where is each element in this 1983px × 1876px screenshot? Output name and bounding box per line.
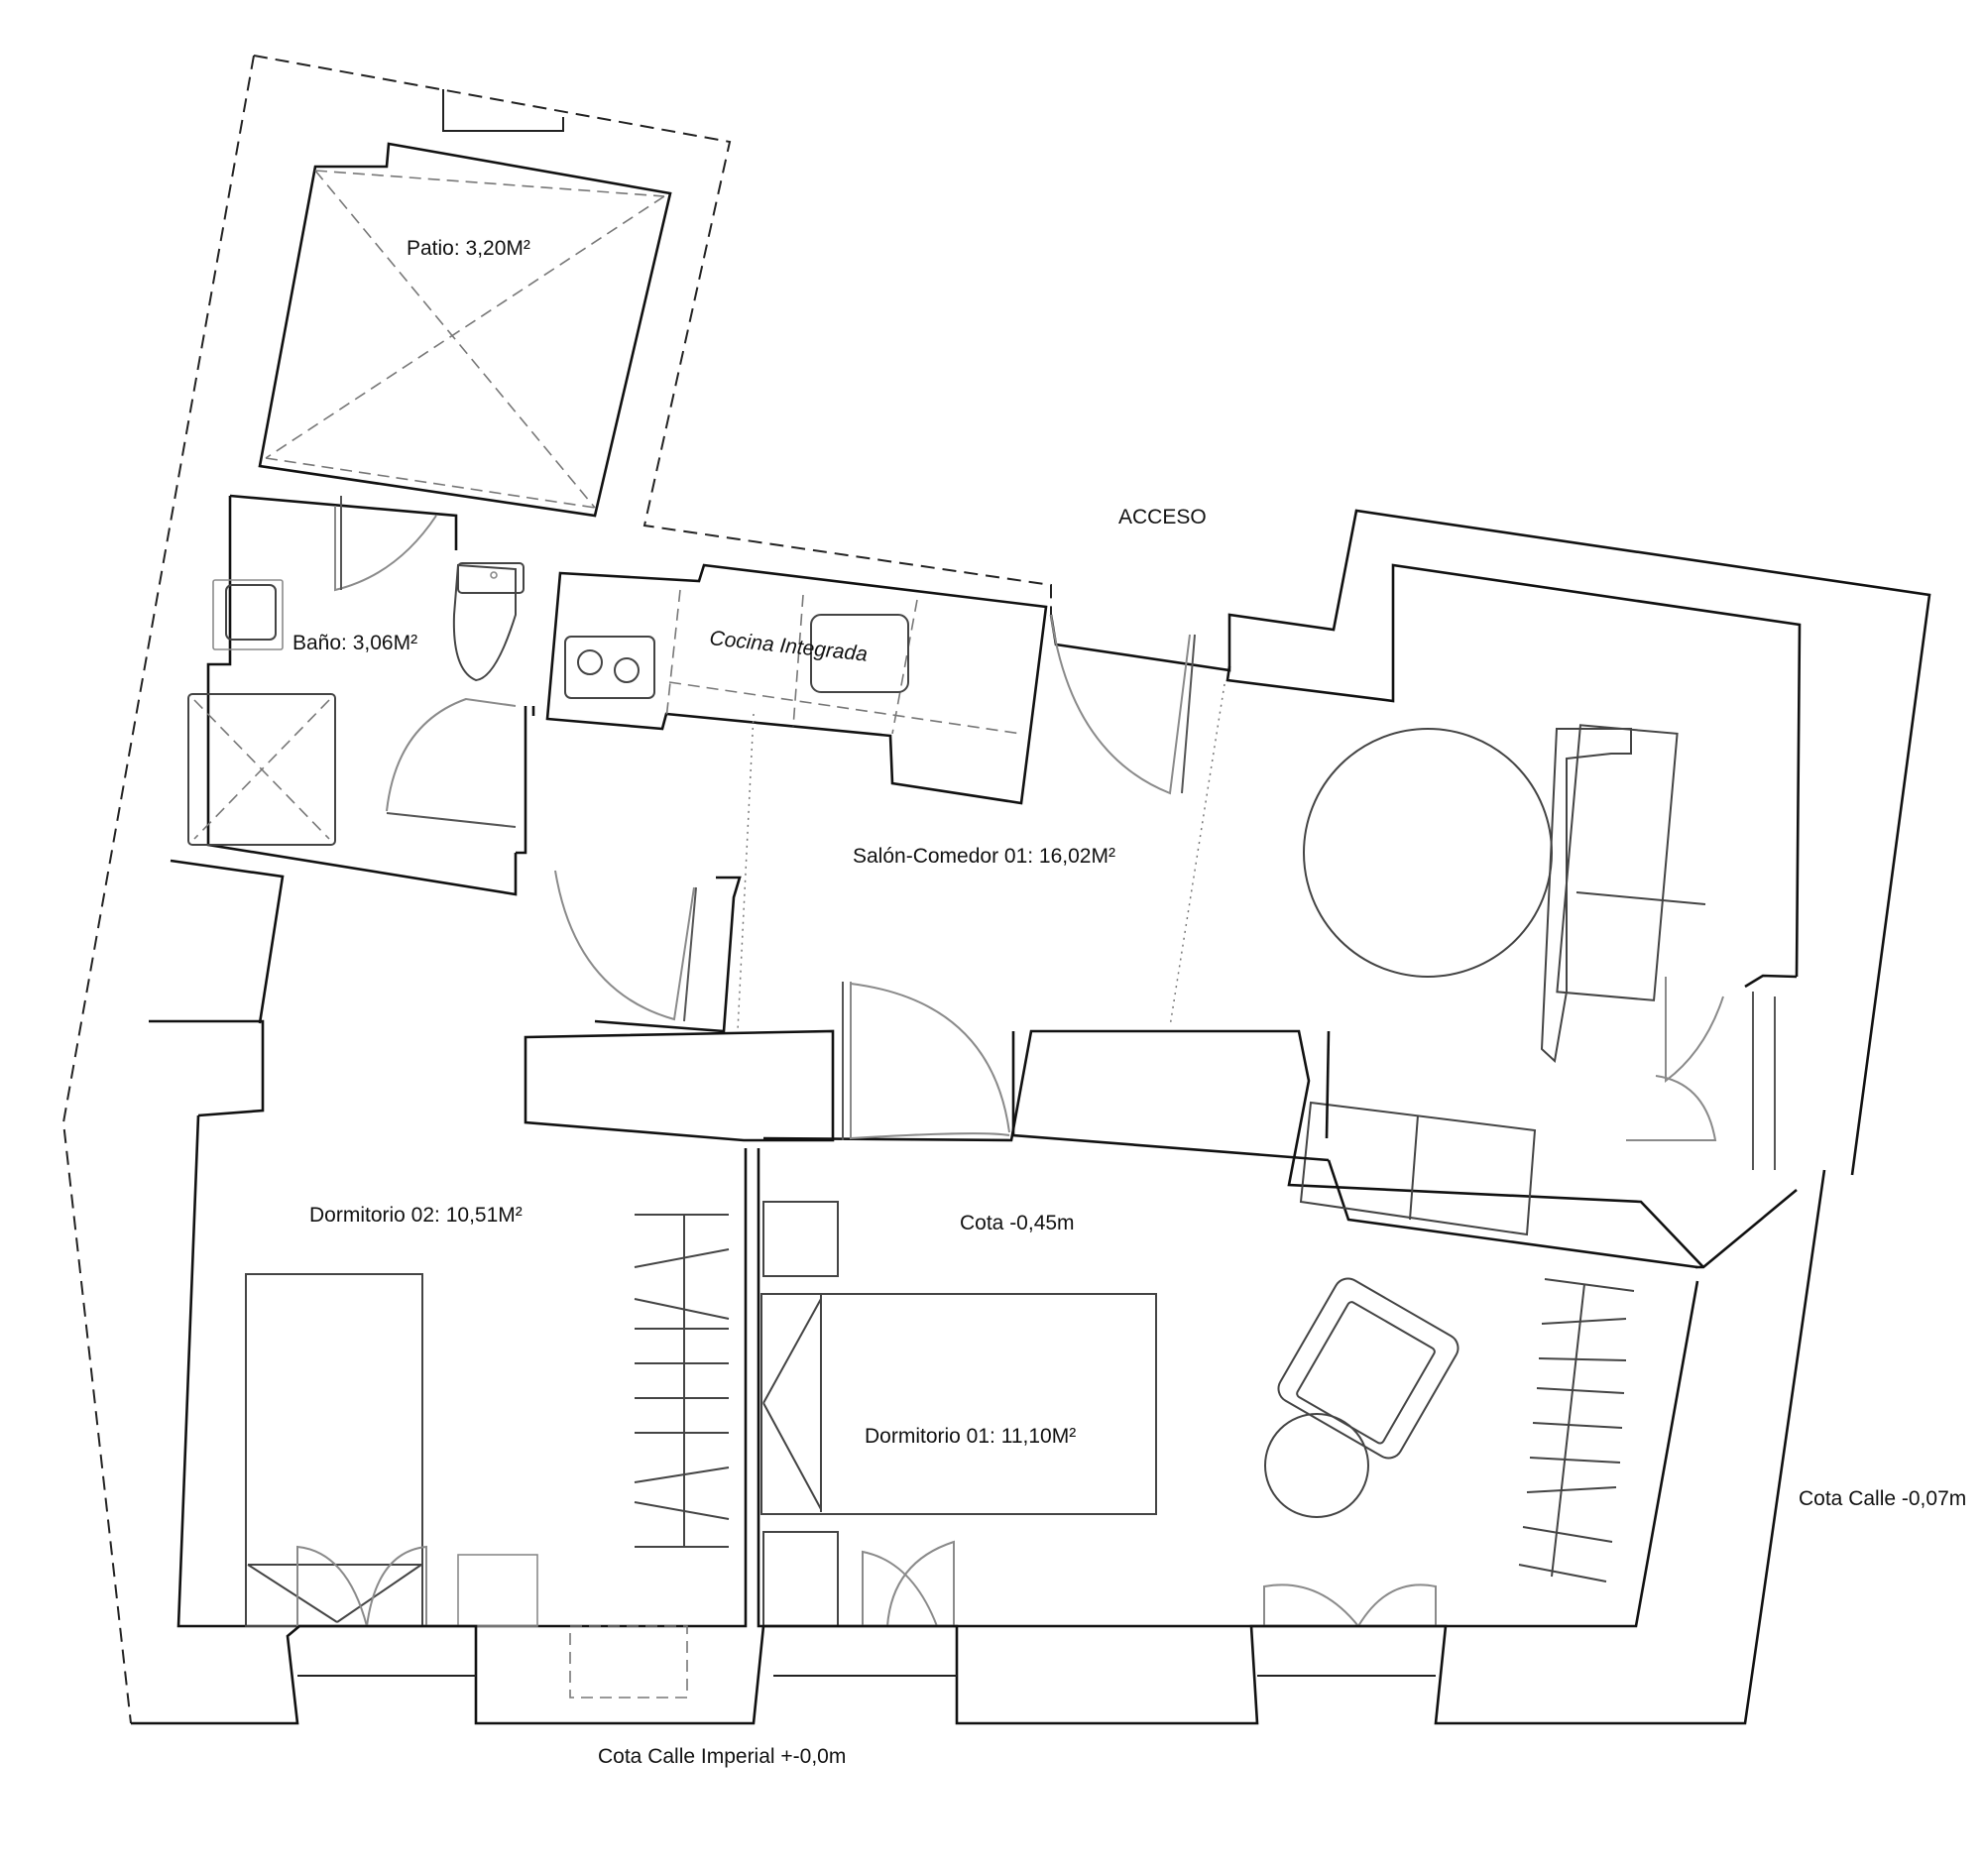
corridor-walls <box>149 859 1331 1162</box>
salon-label: Salón-Comedor 01: 16,02M² <box>853 845 1115 868</box>
street-facade <box>131 1169 1826 1725</box>
acceso-label: ACCESO <box>1118 506 1207 528</box>
dormitorio-02-label: Dormitorio 02: 10,51M² <box>309 1204 523 1227</box>
armchair <box>1277 1277 1459 1460</box>
cota-interior-label: Cota -0,45m <box>960 1212 1075 1234</box>
cocina-label: Cocina Integrada <box>708 627 868 666</box>
dormitorio-01-label: Dormitorio 01: 11,10M² <box>865 1425 1076 1448</box>
bathroom: Baño: 3,06M² <box>187 494 535 896</box>
hall-door <box>386 697 742 1033</box>
patio: Patio: 3,20M² <box>258 142 672 518</box>
living-room: Salón-Comedor 01: 16,02M² <box>737 509 1931 1269</box>
bano-label: Baño: 3,06M² <box>292 632 417 654</box>
bedroom-01: Dormitorio 01: 11,10M² <box>757 1148 1699 1628</box>
cota-calle-label: Cota Calle -0,07m <box>1799 1487 1966 1510</box>
hangers-01 <box>1518 1278 1635 1583</box>
kitchen: Cocina Integrada <box>545 563 1048 805</box>
hangers-02 <box>634 1214 730 1548</box>
bedroom-02: Dormitorio 02: 10,51M² <box>176 1114 748 1628</box>
patio-label: Patio: 3,20M² <box>407 237 530 260</box>
cota-calle-imperial-label: Cota Calle Imperial +-0,0m <box>598 1745 846 1768</box>
outer-dashed-boundary <box>61 55 1052 1724</box>
